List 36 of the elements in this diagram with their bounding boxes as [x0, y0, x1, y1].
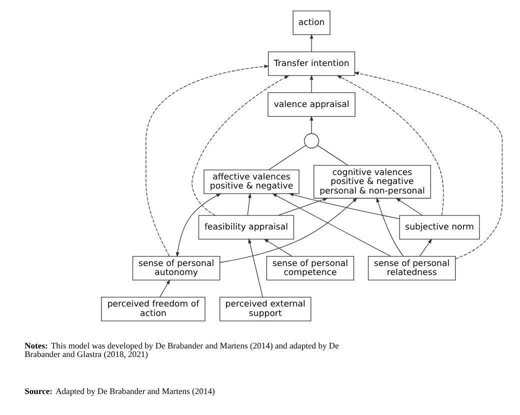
label: Notes: This model was developed by De Brabander and Martens (2014) and adapted by De Brabander and Glastra (2018, 2021) — [24, 340, 338, 359]
arrow — [288, 193, 400, 220]
node-box: affective valences positive & negative — [203, 170, 299, 194]
label: Source: Adapted by De Brabander and Martens (2014) — [24, 386, 214, 396]
node-box: feasibility appraisal — [198, 215, 294, 240]
node-box: subjective norm — [398, 215, 480, 240]
node-circle — [303, 133, 319, 148]
node-box: action — [292, 10, 330, 35]
arrow — [158, 279, 170, 298]
arrow — [246, 192, 251, 216]
arrow — [263, 238, 292, 257]
arrow — [418, 238, 432, 257]
arrow — [219, 198, 357, 263]
arrow — [336, 75, 444, 216]
arrow — [272, 193, 390, 257]
node-box: sense of personal competence — [266, 256, 354, 280]
arrow — [376, 197, 403, 256]
connector — [268, 145, 306, 170]
arrow — [309, 74, 313, 94]
node-box: Transfer intention — [268, 51, 355, 76]
arrow — [309, 34, 313, 52]
arrow — [145, 64, 269, 256]
arrow — [353, 72, 502, 260]
node-box: cognitive valences positive & negative personal & non-personal — [313, 164, 430, 199]
arrow — [175, 193, 221, 258]
node-box: perceived external support — [219, 296, 311, 322]
arrow — [191, 75, 289, 216]
arrow — [278, 198, 328, 216]
arrow — [248, 238, 262, 298]
node-box: valence appraisal — [267, 92, 355, 117]
node-box: sense of personal autonomy — [132, 256, 220, 280]
node-box: perceived freedom of action — [100, 296, 205, 322]
arrow — [395, 198, 422, 216]
arrow — [309, 116, 313, 134]
node-box: sense of personal relatedness — [367, 256, 456, 280]
connector — [316, 145, 348, 166]
